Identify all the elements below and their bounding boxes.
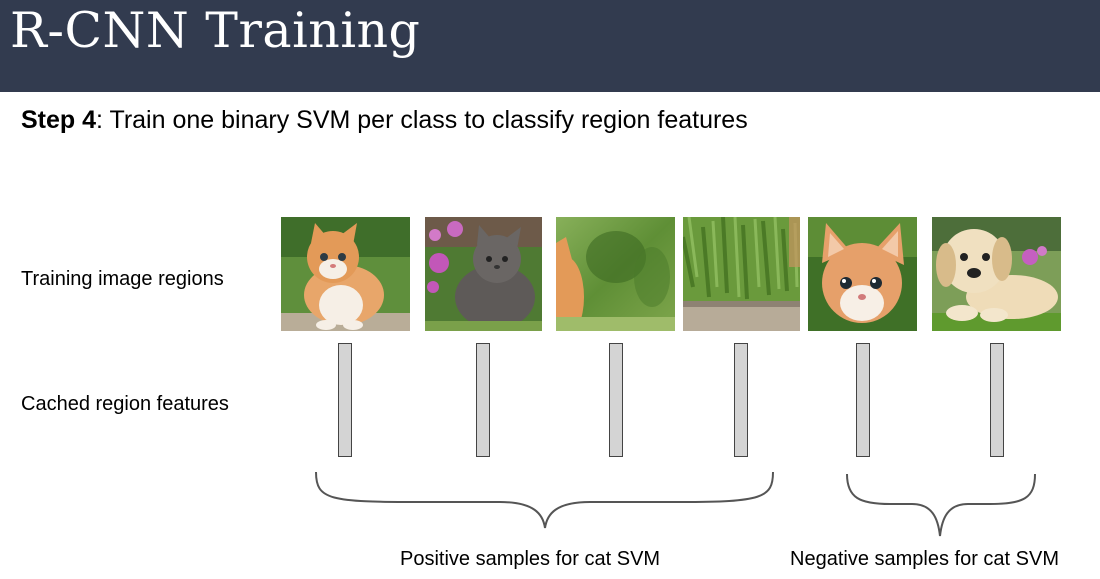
puppy-region (932, 217, 1061, 331)
step-caption: Step 4: Train one binary SVM per class t… (21, 106, 748, 135)
training-regions-label: Training image regions (21, 268, 224, 290)
title-bar: R-CNN Training (0, 0, 1100, 92)
negative-samples-brace (846, 473, 1036, 537)
feature-vector (476, 343, 490, 457)
step-number: Step 4 (21, 106, 97, 134)
feature-vector (734, 343, 748, 457)
feature-vector (856, 343, 870, 457)
kitten-edge-region (556, 217, 675, 331)
step-description: : Train one binary SVM per class to clas… (96, 106, 748, 134)
gray-kitten-region (425, 217, 542, 331)
positive-samples-label: Positive samples for cat SVM (400, 548, 661, 570)
orange-kitten-region (281, 217, 410, 331)
feature-vector (338, 343, 352, 457)
kitten-face-region (808, 217, 917, 331)
positive-samples-brace (315, 471, 774, 529)
grass-background-region (683, 217, 800, 331)
feature-vector (609, 343, 623, 457)
cached-features-label: Cached region features (21, 393, 229, 415)
feature-vector (990, 343, 1004, 457)
negative-samples-label: Negative samples for cat SVM (790, 548, 1059, 570)
slide-title: R-CNN Training (10, 2, 421, 59)
